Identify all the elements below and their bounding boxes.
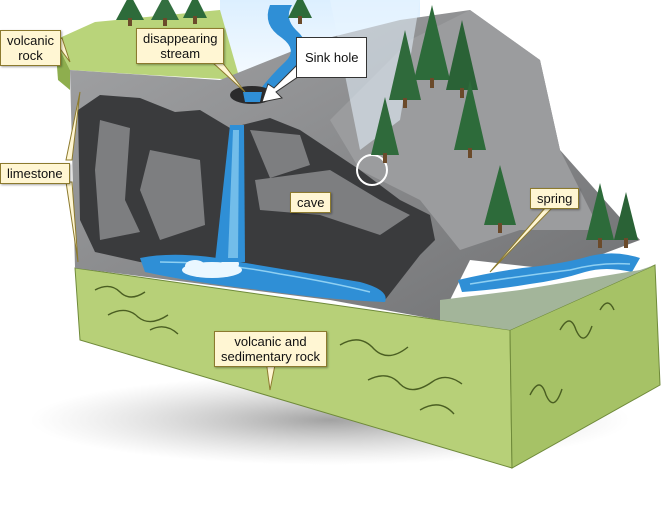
cave-rock-formations: [95, 120, 410, 240]
tree: [151, 0, 179, 26]
tree: [389, 30, 421, 108]
spring-bank: [440, 265, 655, 330]
tree: [183, 0, 207, 24]
cave-interior: [78, 95, 435, 300]
tree: [614, 192, 638, 248]
tree: [371, 97, 399, 163]
trees: [116, 0, 638, 248]
label-limestone: limestone: [0, 163, 70, 184]
label-cave: cave: [290, 192, 332, 213]
label-volcanic-rock: volcanic rock: [0, 30, 61, 66]
tree: [446, 20, 478, 98]
rock-squiggles: [94, 285, 615, 415]
tree: [454, 80, 486, 158]
label-sink-hole: Sink hole: [296, 37, 368, 78]
tree: [484, 165, 516, 233]
tree: [414, 5, 450, 88]
tree: [116, 0, 144, 26]
label-disappearing-stream: disappearing stream: [136, 28, 225, 64]
tree: [586, 183, 614, 248]
label-spring: spring: [530, 188, 580, 209]
label-volcanic-sedimentary-rock: volcanic and sedimentary rock: [214, 331, 327, 367]
tree: [288, 0, 312, 24]
